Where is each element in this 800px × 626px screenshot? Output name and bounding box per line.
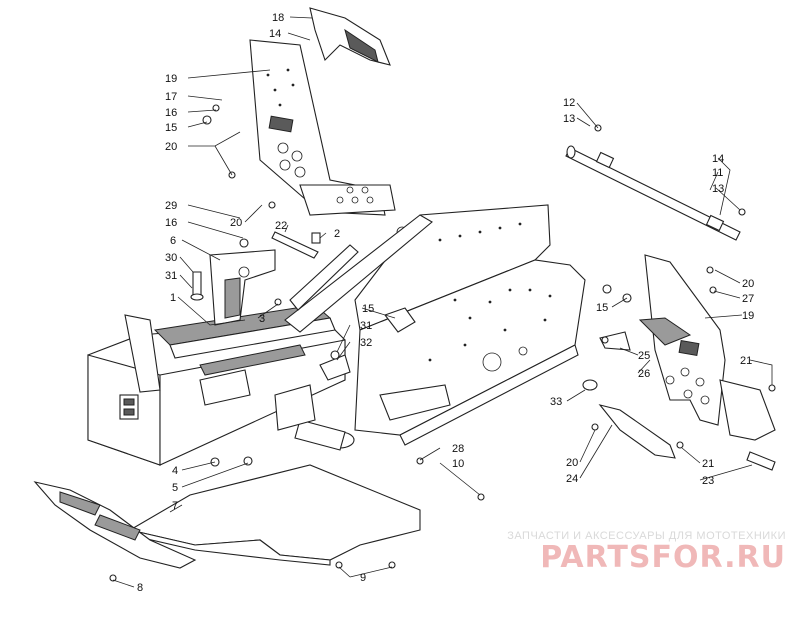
callout-23: 23 bbox=[702, 475, 714, 487]
bracket-24 bbox=[598, 404, 676, 459]
callout-9: 9 bbox=[360, 572, 366, 584]
callout-19: 19 bbox=[165, 73, 177, 85]
steering-shaft bbox=[565, 145, 741, 241]
bushing-25 bbox=[599, 331, 631, 351]
bracket-6 bbox=[209, 249, 276, 326]
top-shroud bbox=[309, 7, 391, 66]
upper-steering-bracket bbox=[249, 39, 396, 216]
callout-16: 16 bbox=[165, 107, 177, 119]
callout-2: 2 bbox=[334, 228, 340, 240]
callout-31: 31 bbox=[360, 320, 372, 332]
callout-33: 33 bbox=[550, 396, 562, 408]
callout-6: 6 bbox=[170, 235, 176, 247]
callout-22: 22 bbox=[275, 220, 287, 232]
part-2-spacer bbox=[311, 232, 321, 244]
callout-31: 31 bbox=[165, 270, 177, 282]
callout-17: 17 bbox=[165, 91, 177, 103]
watermark-logo: PARTSFOR.RU bbox=[540, 540, 786, 575]
callout-25: 25 bbox=[638, 350, 650, 362]
watermark-caption: ЗАПЧАСТИ И АКСЕССУАРЫ ДЛЯ МОТОТЕХНИКИ bbox=[507, 530, 786, 542]
callout-29: 29 bbox=[165, 200, 177, 212]
callout-21: 21 bbox=[702, 458, 714, 470]
site-watermark: ЗАПЧАСТИ И АКСЕССУАРЫ ДЛЯ МОТОТЕХНИКИ PA… bbox=[507, 530, 786, 575]
callout-27: 27 bbox=[742, 293, 754, 305]
front-bulkhead bbox=[87, 304, 355, 466]
callout-20: 20 bbox=[230, 217, 242, 229]
callout-14: 14 bbox=[269, 28, 281, 40]
callout-15: 15 bbox=[165, 122, 177, 134]
callout-20: 20 bbox=[165, 141, 177, 153]
callout-12: 12 bbox=[563, 97, 575, 109]
callout-3: 3 bbox=[259, 313, 265, 325]
callout-10: 10 bbox=[452, 458, 464, 470]
strap-23 bbox=[746, 451, 776, 471]
clip-15 bbox=[384, 307, 416, 333]
callout-16: 16 bbox=[165, 217, 177, 229]
callout-1: 1 bbox=[170, 292, 176, 304]
callout-13: 13 bbox=[563, 113, 575, 125]
callout-labels: 18 14 19 17 16 15 20 29 16 6 20 22 2 30 … bbox=[137, 12, 754, 594]
callout-20: 20 bbox=[742, 278, 754, 290]
callout-20: 20 bbox=[566, 457, 578, 469]
callout-4: 4 bbox=[172, 465, 178, 477]
callout-5: 5 bbox=[172, 482, 178, 494]
callout-28: 28 bbox=[452, 443, 464, 455]
callout-21: 21 bbox=[740, 355, 752, 367]
callout-26: 26 bbox=[638, 368, 650, 380]
callout-13: 13 bbox=[712, 183, 724, 195]
belly-pan bbox=[128, 464, 421, 566]
callout-15: 15 bbox=[596, 302, 608, 314]
callout-30: 30 bbox=[165, 252, 177, 264]
callout-8: 8 bbox=[137, 582, 143, 594]
callout-32: 32 bbox=[360, 337, 372, 349]
steering-strut bbox=[284, 214, 433, 333]
bushing-33 bbox=[582, 379, 598, 391]
callout-19: 19 bbox=[742, 310, 754, 322]
gusset-plate bbox=[379, 384, 451, 421]
callout-18: 18 bbox=[272, 12, 284, 24]
skid-plate bbox=[33, 481, 197, 569]
callout-24: 24 bbox=[566, 473, 578, 485]
part-22-bar bbox=[271, 231, 319, 259]
callout-7: 7 bbox=[172, 500, 178, 512]
callout-15: 15 bbox=[362, 303, 374, 315]
right-steering-bracket bbox=[638, 254, 776, 441]
callout-14: 14 bbox=[712, 153, 724, 165]
leader-lines bbox=[112, 16, 773, 588]
callout-11: 11 bbox=[712, 167, 723, 179]
